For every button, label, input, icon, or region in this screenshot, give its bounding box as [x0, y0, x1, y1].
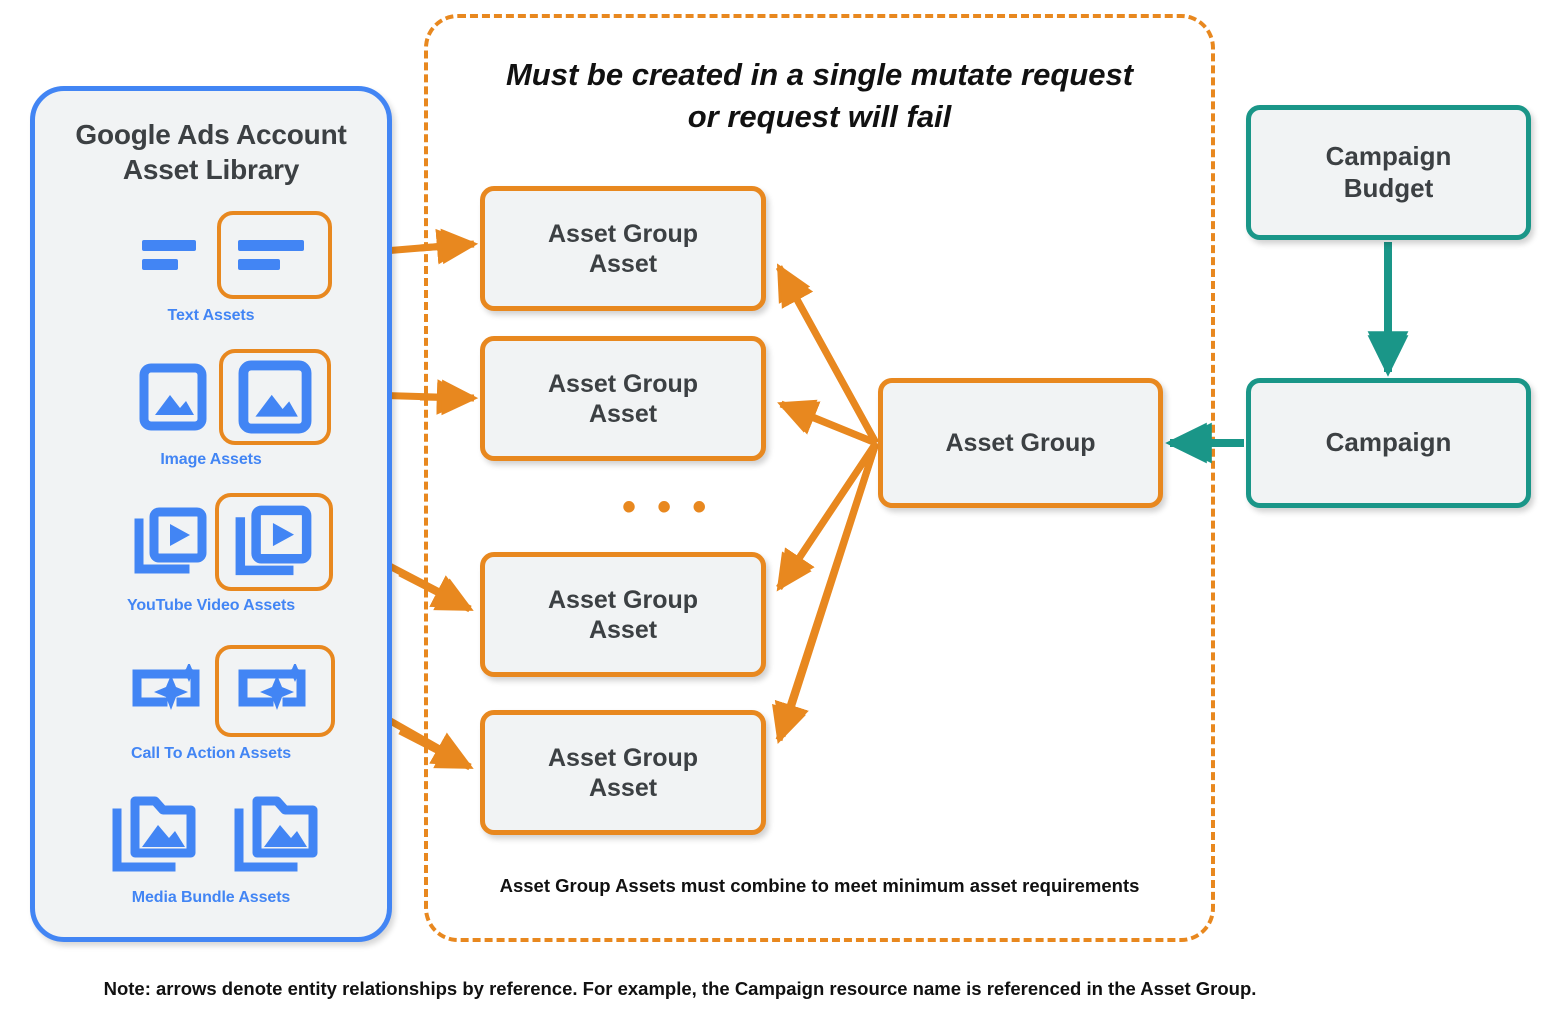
aga4-line1: Asset Group [547, 743, 699, 772]
video-asset-selection-box[interactable] [215, 493, 333, 591]
call-to-action-asset-selection-box[interactable] [215, 645, 335, 737]
asset-library-item-video[interactable]: YouTube Video Assets [35, 493, 387, 615]
image-asset-icon-selected [235, 357, 315, 437]
campaign-budget-line1: Campaign [1325, 141, 1452, 172]
asset-library-label-text: Text Assets [167, 307, 255, 324]
call-to-action-asset-icon-selected [231, 661, 319, 723]
mutate-note-line1: Must be created in a single mutate reque… [505, 57, 1134, 92]
asset-library-item-text[interactable]: Text Assets [35, 209, 387, 325]
video-asset-icon [131, 503, 211, 583]
asset-library-item-media-bundle[interactable]: Media Bundle Assets [35, 791, 387, 907]
asset-group-asset-node-1[interactable]: Asset Group Asset [480, 186, 766, 311]
asset-library-label-video: YouTube Video Assets [126, 597, 296, 614]
asset-group-to-assets-connectors [772, 263, 880, 744]
connector-ag-to-aga3 [776, 441, 879, 592]
video-asset-icon-selected [231, 503, 317, 583]
campaign-budget-node[interactable]: Campaign Budget [1246, 105, 1531, 240]
asset-library-panel: Google Ads Account Asset Library [30, 86, 392, 942]
mutate-note-line2: or request will fail [687, 98, 952, 134]
aga1-line1: Asset Group [547, 219, 699, 248]
asset-group-asset-ellipsis: • • • [622, 485, 712, 529]
aga2-line1: Asset Group [547, 369, 699, 398]
campaign-node[interactable]: Campaign [1246, 378, 1531, 508]
asset-group-asset-node-3[interactable]: Asset Group Asset [480, 552, 766, 677]
asset-library-title: Google Ads Account Asset Library [35, 117, 387, 187]
asset-library-label-cta: Call To Action Assets [130, 745, 291, 762]
image-asset-selection-box[interactable] [219, 349, 331, 445]
asset-group-asset-node-4[interactable]: Asset Group Asset [480, 710, 766, 835]
diagram-footnote: Note: arrows denote entity relationships… [103, 978, 1257, 999]
aga3-line2: Asset [588, 615, 658, 644]
call-to-action-asset-icon [127, 661, 211, 723]
text-asset-selection-box[interactable] [217, 211, 332, 299]
text-asset-icon-selected [225, 223, 325, 287]
connector-ag-to-aga4 [772, 441, 880, 744]
mutate-request-region [424, 14, 1215, 942]
campaign-label: Campaign [1325, 427, 1452, 458]
image-asset-icon [137, 357, 209, 437]
mutate-request-note: Must be created in a single mutate reque… [424, 54, 1215, 138]
asset-group-asset-node-2[interactable]: Asset Group Asset [480, 336, 766, 461]
asset-library-title-line2: Asset Library [122, 154, 300, 185]
minimum-requirements-note: Asset Group Assets must combine to meet … [499, 875, 1140, 896]
aga2-line2: Asset [588, 399, 658, 428]
asset-group-node[interactable]: Asset Group [878, 378, 1163, 508]
aga4-line2: Asset [588, 773, 658, 802]
media-bundle-asset-icon [105, 791, 205, 881]
campaign-budget-line2: Budget [1343, 172, 1434, 203]
asset-library-item-image[interactable]: Image Assets [35, 349, 387, 469]
aga3-line1: Asset Group [547, 585, 699, 614]
aga1-line2: Asset [588, 249, 658, 278]
asset-group-label: Asset Group [945, 429, 1096, 457]
asset-library-title-line1: Google Ads Account [75, 119, 347, 150]
asset-library-item-cta[interactable]: Call To Action Assets [35, 645, 387, 763]
asset-library-label-image: Image Assets [160, 451, 262, 468]
asset-library-label-media-bundle: Media Bundle Assets [131, 889, 291, 906]
connector-ag-to-aga1 [775, 263, 880, 445]
media-bundle-asset-icon-2 [227, 791, 327, 881]
text-asset-icon [135, 223, 211, 287]
